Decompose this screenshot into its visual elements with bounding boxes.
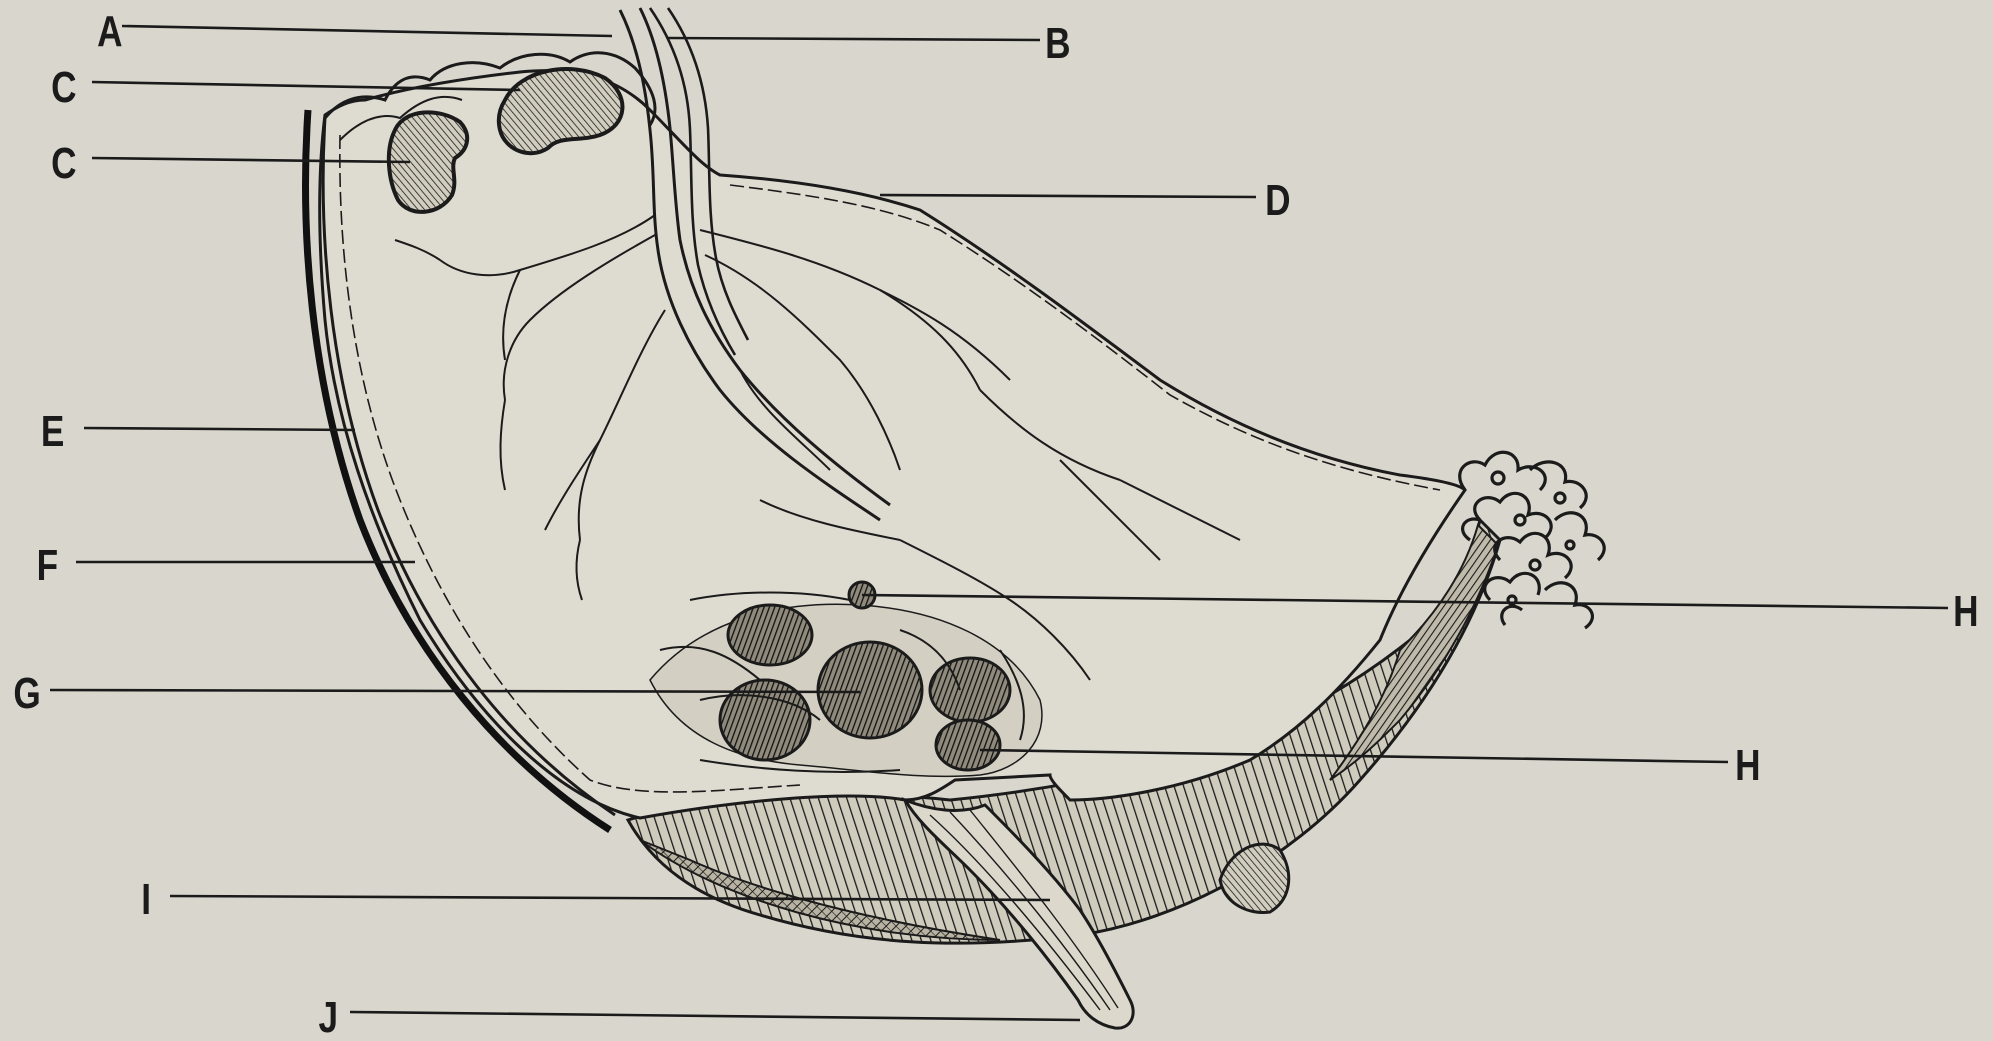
label-g: G — [13, 669, 40, 718]
cavity-5 — [936, 720, 1000, 770]
label-e: E — [41, 407, 64, 456]
label-i: I — [141, 875, 151, 924]
label-d: D — [1265, 176, 1290, 225]
cavity-3 — [930, 658, 1010, 722]
label-j: J — [318, 993, 338, 1041]
label-a: A — [97, 7, 122, 56]
label-b: B — [1045, 19, 1070, 68]
cavity-2 — [818, 642, 922, 738]
label-h-upper: H — [1953, 587, 1978, 636]
cavity-1 — [728, 605, 812, 665]
label-c-upper: C — [51, 63, 76, 112]
label-f: F — [37, 541, 59, 590]
label-h-lower: H — [1735, 741, 1760, 790]
label-c-lower: C — [51, 139, 76, 188]
